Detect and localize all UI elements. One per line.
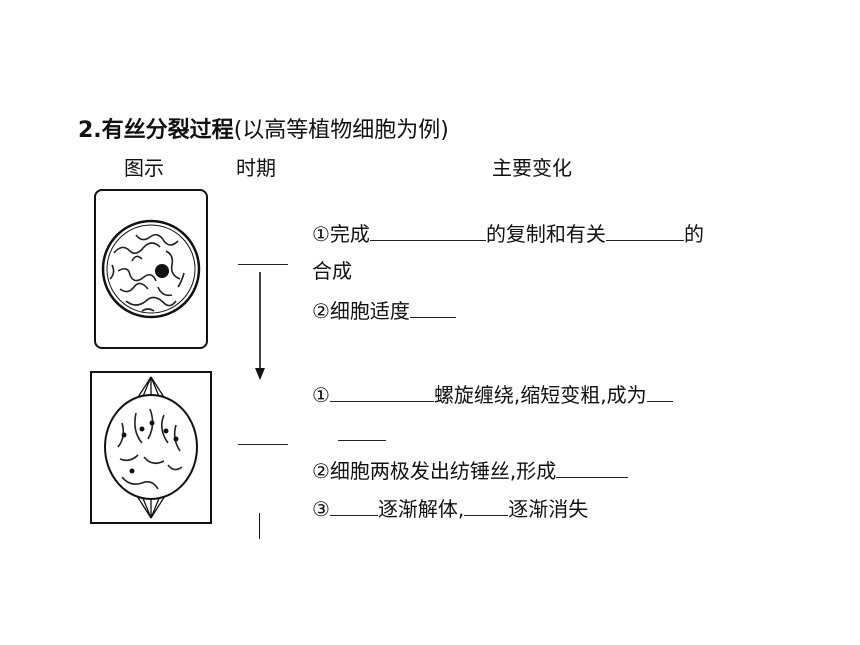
column-header-figure: 图示: [124, 156, 164, 180]
column-header-period: 时期: [236, 156, 276, 180]
continuation-line: [259, 513, 260, 539]
stage2-l4-text-a: ③: [312, 497, 330, 521]
stage2-line-1: ① 螺旋缠绕,缩短变粗,成为: [312, 379, 673, 408]
interphase-cell-figure: [94, 189, 208, 349]
stage1-line-3: ②细胞适度: [312, 295, 456, 324]
stage1-line-1: ①完成 的复制和有关 的: [312, 218, 704, 247]
stage2-l4-text-c: 逐渐消失: [508, 497, 589, 521]
stage1-l1-text-c: 的: [683, 222, 704, 246]
interphase-cell-drawing: [101, 219, 201, 319]
blank-5: [646, 383, 673, 402]
stage2-l3-text: ②细胞两极发出纺锤丝,形成: [312, 459, 557, 483]
stage2-l4-text-b: 逐渐解体,: [377, 497, 465, 521]
blank-8: [464, 497, 509, 516]
section-title: 2.有丝分裂过程(以高等植物细胞为例): [78, 112, 449, 144]
prophase-cell-figure: [90, 371, 212, 524]
stage2-line-3: ②细胞两极发出纺锤丝,形成: [312, 455, 629, 484]
period-blank-2: [238, 444, 288, 445]
section-note: (以高等植物细胞为例): [233, 118, 449, 143]
section-heading: 有丝分裂过程: [101, 118, 234, 143]
stage2-line-4: ③ 逐渐解体, 逐渐消失: [312, 493, 588, 522]
down-arrow-icon: [255, 272, 265, 380]
blank-1: [369, 222, 486, 241]
section-number: 2.: [78, 118, 102, 143]
blank-4: [329, 383, 434, 402]
blank-6: [556, 459, 629, 478]
blank-2: [605, 222, 684, 241]
stage1-line-2: 合成: [312, 259, 352, 283]
stage2-l1-text-b: 螺旋缠绕,缩短变粗,成为: [433, 383, 647, 407]
stage2-l1-text-a: ①: [312, 383, 330, 407]
stage1-l1-text-a: ①完成: [312, 222, 370, 246]
blank-5-continued: [338, 440, 386, 441]
column-header-changes: 主要变化: [492, 156, 572, 180]
stage1-l1-text-b: 的复制和有关: [485, 222, 606, 246]
blank-7: [329, 497, 378, 516]
blank-3: [409, 299, 456, 318]
prophase-cell-drawing: [104, 376, 198, 519]
stage1-l3-text: ②细胞适度: [312, 299, 410, 323]
period-blank-1: [238, 264, 288, 265]
